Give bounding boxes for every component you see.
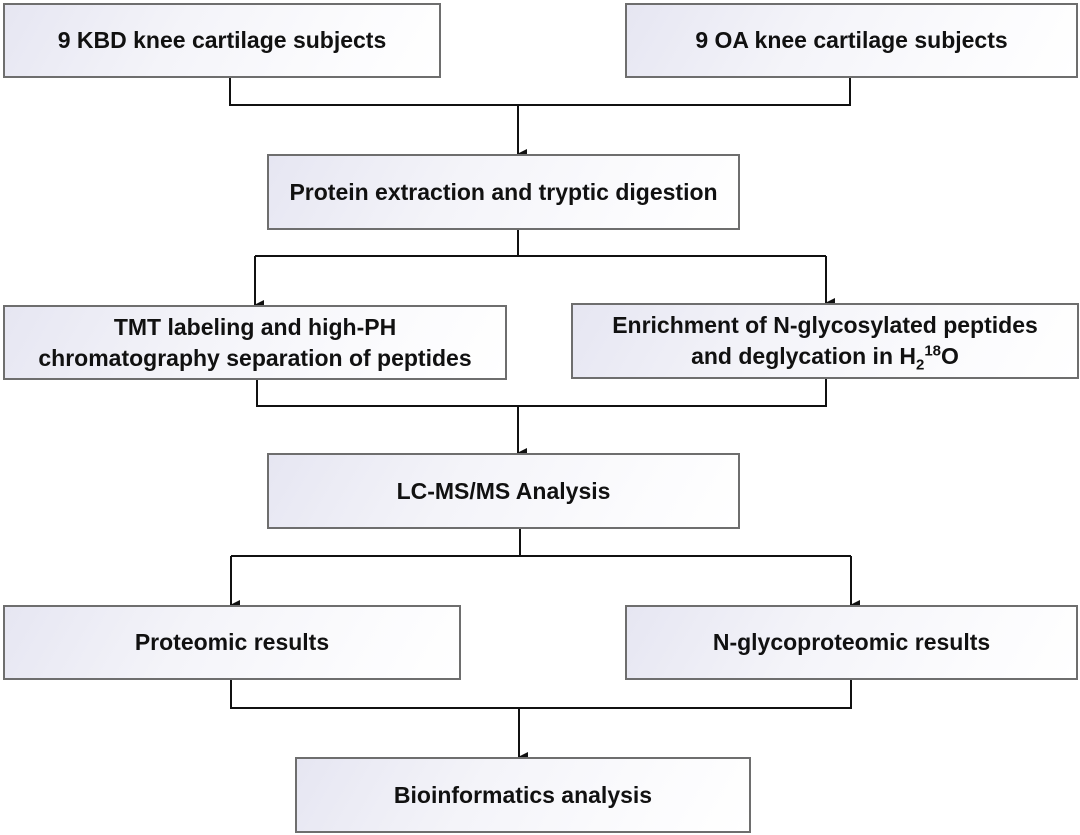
node-label-line2: and deglycation in H218O <box>691 342 959 373</box>
node-label-line1: Enrichment of N-glycosylated peptides <box>612 312 1038 338</box>
node-bioinformatics-analysis: Bioinformatics analysis <box>295 757 751 833</box>
node-label: Proteomic results <box>134 629 330 655</box>
connector-merge-subjects <box>229 77 851 106</box>
superscript: 18 <box>924 342 942 360</box>
subscript: 2 <box>916 356 925 374</box>
connector-merge-results <box>230 679 852 709</box>
node-label: 9 KBD knee cartilage subjects <box>57 27 387 53</box>
node-protein-extraction: Protein extraction and tryptic digestion <box>267 154 740 230</box>
node-label: LC-MS/MS Analysis <box>396 477 611 504</box>
node-oa-subjects: 9 OA knee cartilage subjects <box>625 3 1078 78</box>
node-label: N-glycoproteomic results <box>712 629 991 655</box>
node-label: Protein extraction and tryptic digestion <box>289 178 718 205</box>
node-n-glycoproteomic-results: N-glycoproteomic results <box>625 605 1078 680</box>
node-lcms-analysis: LC-MS/MS Analysis <box>267 453 740 529</box>
node-tmt-labeling: TMT labeling and high-PH chromatography … <box>3 305 507 380</box>
node-n-glyco-enrichment: Enrichment of N-glycosylated peptides an… <box>571 303 1079 379</box>
label-text: O <box>941 343 959 369</box>
node-proteomic-results: Proteomic results <box>3 605 461 680</box>
node-label: 9 OA knee cartilage subjects <box>695 27 1008 53</box>
connector-merge-peptides <box>256 378 827 407</box>
node-label: Bioinformatics analysis <box>393 781 653 808</box>
node-label-line2: chromatography separation of peptides <box>38 344 472 371</box>
node-label-line1: TMT labeling and high-PH <box>113 313 397 340</box>
node-label: Enrichment of N-glycosylated peptides an… <box>612 310 1038 373</box>
node-kbd-subjects: 9 KBD knee cartilage subjects <box>3 3 441 78</box>
node-label: TMT labeling and high-PH chromatography … <box>38 312 471 374</box>
label-text: and deglycation in H <box>691 343 916 369</box>
